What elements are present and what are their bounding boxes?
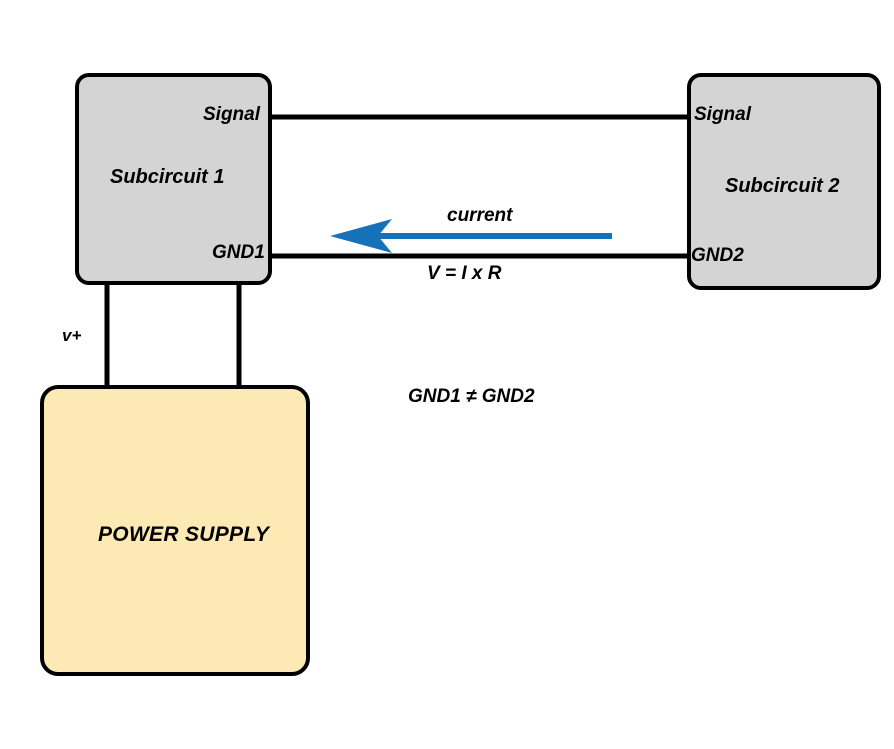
subcircuit-1-gnd-port-label: GND1 <box>212 242 265 263</box>
ohms-law-label: V = I x R <box>427 263 502 284</box>
power-supply-block[interactable] <box>40 385 310 676</box>
subcircuit-1-signal-port-label: Signal <box>203 104 261 125</box>
subcircuit-1-title: Subcircuit 1 <box>110 166 225 188</box>
power-supply-title: POWER SUPPLY <box>98 523 270 546</box>
supply-rail-label: v+ <box>62 326 82 345</box>
subcircuit-2-block[interactable] <box>687 73 881 290</box>
subcircuit-2-signal-port-label: Signal <box>694 104 752 125</box>
subcircuit-2-gnd-port-label: GND2 <box>691 245 744 266</box>
current-label: current <box>447 205 513 226</box>
subcircuit-2-title: Subcircuit 2 <box>725 175 840 197</box>
current-arrow-icon <box>330 219 612 253</box>
ground-inequality-label: GND1 ≠ GND2 <box>408 386 535 407</box>
subcircuit-1-block[interactable] <box>75 73 272 285</box>
